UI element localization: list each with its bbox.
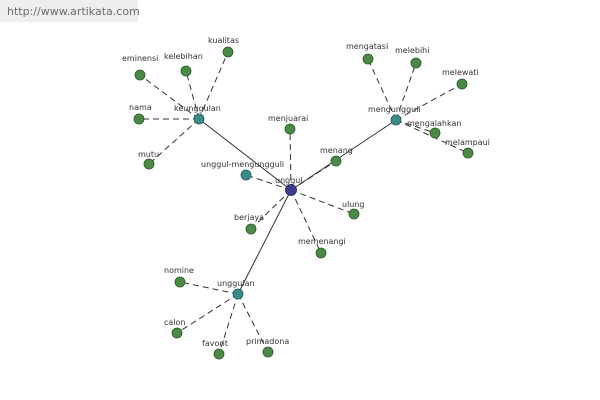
edge-mengungguli-melewati (395, 83, 463, 121)
edge-mengungguli-mengatasi (367, 58, 397, 121)
label-melebihi[interactable]: melebihi (395, 46, 429, 55)
edge-unggul-ulung (290, 189, 355, 215)
label-primadona[interactable]: primadona (246, 337, 289, 346)
label-menang[interactable]: menang (320, 146, 353, 155)
label-mengungguli[interactable]: mengungguli (368, 105, 421, 114)
edges (139, 51, 469, 355)
node-melewati[interactable] (456, 78, 468, 90)
label-nama[interactable]: nama (129, 103, 152, 112)
node-mengatasi[interactable] (362, 53, 374, 65)
node-kualitas[interactable] (222, 46, 234, 58)
label-unggul-mengungguli[interactable]: unggul-mengungguli (201, 160, 284, 169)
node-melebihi[interactable] (410, 57, 422, 69)
edge-unggul-menang (290, 160, 337, 191)
node-nomine[interactable] (174, 276, 186, 288)
edge-mengungguli-melebihi (395, 62, 417, 121)
label-ulung[interactable]: ulung (342, 200, 365, 209)
node-berjaya[interactable] (245, 223, 257, 235)
nodes (133, 46, 474, 360)
edge-keunggulan-kelebihan (185, 70, 200, 120)
watermark-text: http://www.artikata.com (7, 5, 140, 18)
node-favorit[interactable] (213, 348, 225, 360)
label-calon[interactable]: calon (164, 318, 186, 327)
edge-unggul-keunggulan (198, 118, 292, 191)
node-keunggulan[interactable] (193, 113, 205, 125)
label-kelebihan[interactable]: kelebihan (164, 52, 203, 61)
node-melampaui[interactable] (462, 147, 474, 159)
edge-unggulan-favorit (218, 293, 239, 355)
node-menjuarai[interactable] (284, 123, 296, 135)
edge-keunggulan-kualitas (198, 51, 229, 120)
label-berjaya[interactable]: berjaya (234, 213, 264, 222)
label-mengatasi[interactable]: mengatasi (346, 42, 388, 51)
label-keunggulan[interactable]: keunggulan (174, 104, 221, 113)
label-menjuarai[interactable]: menjuarai (268, 114, 308, 123)
label-unggul[interactable]: unggul (275, 176, 303, 185)
label-kualitas[interactable]: kualitas (208, 36, 239, 45)
label-memenangi[interactable]: memenangi (298, 237, 346, 246)
edge-unggul-unggul-mengungguli (245, 174, 292, 191)
label-mengalahkan[interactable]: mengalahkan (407, 119, 461, 128)
label-favorit[interactable]: favorit (202, 339, 228, 348)
edge-unggul-unggulan (237, 189, 292, 295)
node-primadona[interactable] (262, 346, 274, 358)
label-nomine[interactable]: nomine (164, 266, 194, 275)
edge-unggulan-primadona (237, 293, 269, 353)
node-memenangi[interactable] (315, 247, 327, 259)
edge-unggul-memenangi (290, 189, 322, 254)
node-ulung[interactable] (348, 208, 360, 220)
node-eminensi[interactable] (134, 69, 146, 81)
edge-unggul-berjaya (250, 189, 292, 230)
node-calon[interactable] (171, 327, 183, 339)
label-melewati[interactable]: melewati (442, 68, 479, 77)
edge-keunggulan-mutu (148, 118, 200, 165)
node-mutu[interactable] (143, 158, 155, 170)
node-mengalahkan[interactable] (429, 127, 441, 139)
node-mengungguli[interactable] (390, 114, 402, 126)
watermark: http://www.artikata.com (0, 0, 140, 22)
label-eminensi[interactable]: eminensi (122, 54, 158, 63)
edge-unggul-menjuarai (289, 128, 292, 191)
node-menang[interactable] (330, 155, 342, 167)
node-nama[interactable] (133, 113, 145, 125)
edge-mengungguli-mengalahkan (395, 119, 436, 134)
node-unggul[interactable] (285, 184, 297, 196)
edge-unggulan-calon (176, 293, 239, 334)
edge-mengungguli-melampaui (395, 119, 469, 154)
labels: eminensi kelebihan kualitas nama mutu mengata… (122, 36, 490, 348)
node-unggulan[interactable] (232, 288, 244, 300)
node-unggul-mengungguli[interactable] (240, 169, 252, 181)
node-kelebihan[interactable] (180, 65, 192, 77)
label-unggulan[interactable]: unggulan (217, 279, 255, 288)
label-melampaui[interactable]: melampaui (445, 138, 490, 147)
edge-unggul-mengungguli (290, 119, 397, 191)
label-mutu[interactable]: mutu (138, 150, 159, 159)
edge-keunggulan-eminensi (139, 74, 200, 120)
